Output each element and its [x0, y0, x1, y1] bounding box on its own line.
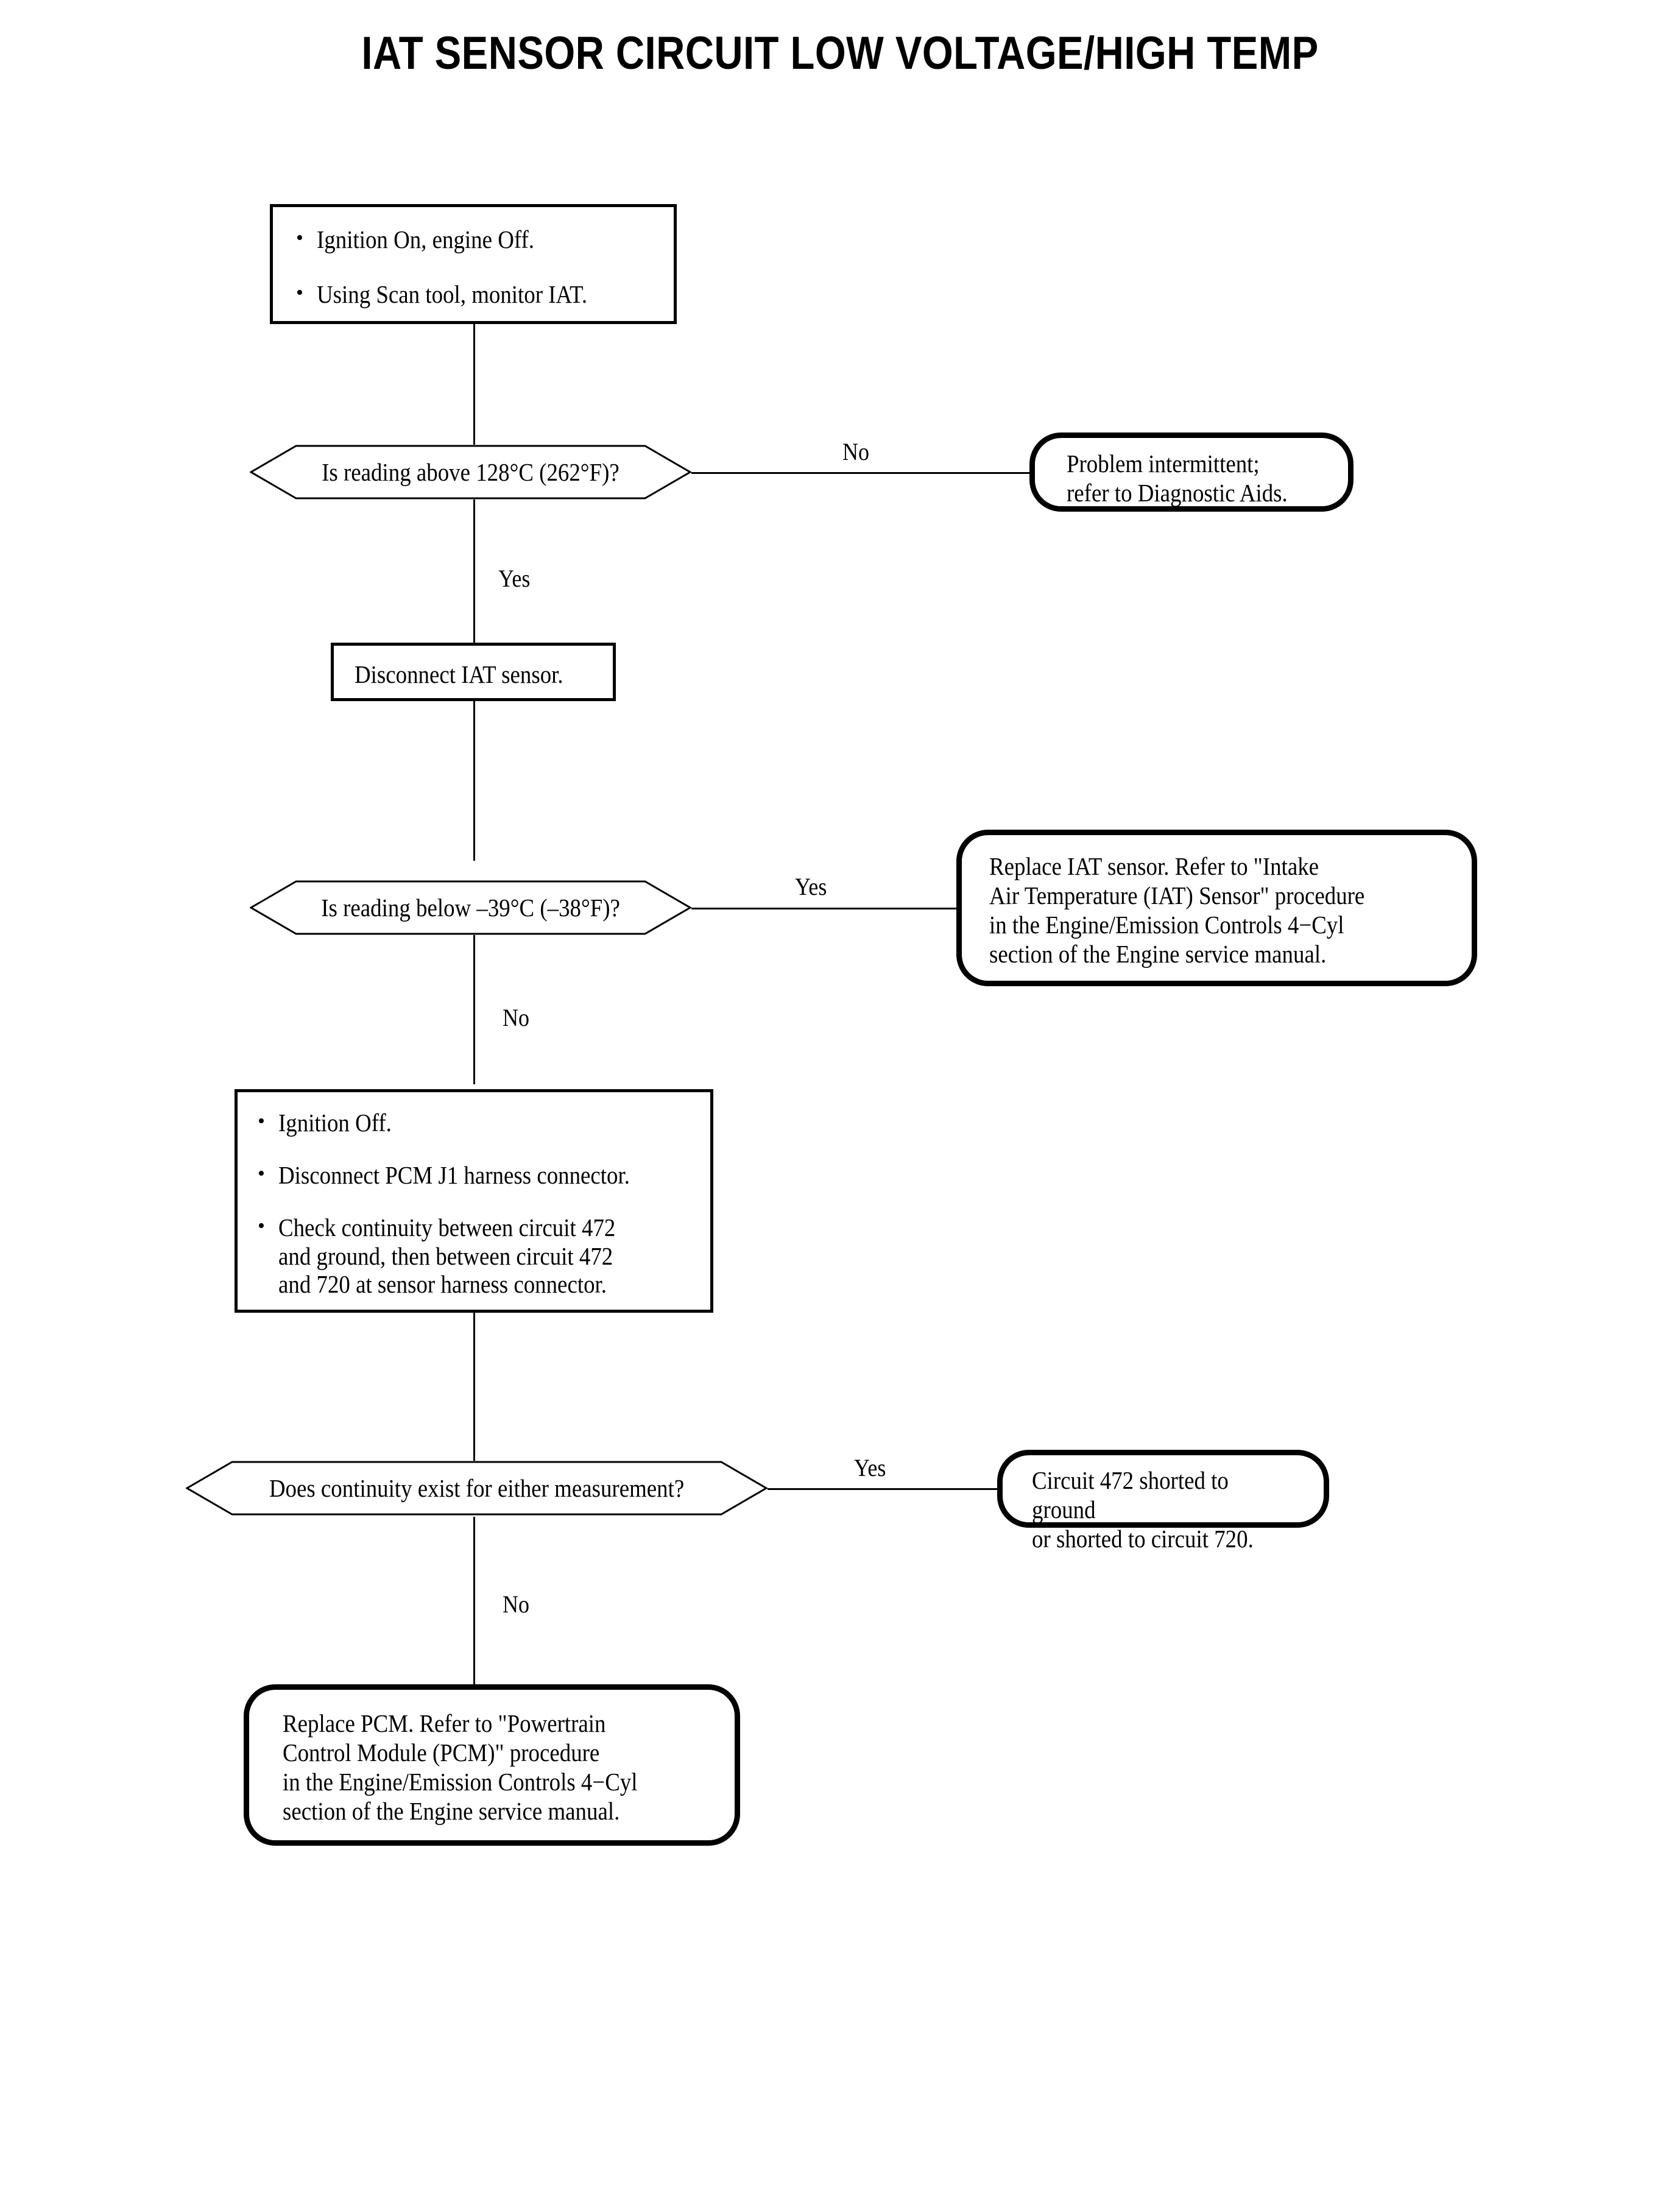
decision-reading-below-39c: Is reading below –39°C (–38°F)? [250, 880, 691, 935]
bullet-dot-icon: • [296, 227, 303, 249]
connector-decision3-no [473, 1517, 475, 1686]
connector-step2-to-decision2 [473, 699, 475, 861]
bullet-dot-icon: • [258, 1162, 265, 1185]
connector-decision2-yes [688, 908, 958, 909]
edge-label-decision1-no: No [842, 438, 870, 465]
decision-label: Is reading above 128°C (262°F)? [322, 458, 619, 486]
connector-decision3-yes [763, 1488, 999, 1490]
hexagon-shape [186, 1461, 768, 1516]
terminal-replace-pcm: Replace PCM. Refer to "Powertrain Contro… [244, 1684, 740, 1846]
bullet-item: • Disconnect PCM J1 harness connector. [258, 1161, 669, 1190]
bullet-item: • Check continuity between circuit 472 a… [258, 1213, 653, 1299]
process-box-initial-check: • Ignition On, engine Off. • Using Scan … [270, 204, 677, 324]
edge-label-decision2-no: No [503, 1004, 530, 1031]
bullet-dot-icon: • [258, 1215, 265, 1237]
bullet-label: Disconnect PCM J1 harness connector. [278, 1161, 630, 1189]
connector-decision1-yes [473, 498, 475, 644]
connector-decision1-no [688, 472, 1031, 474]
page-title: IAT SENSOR CIRCUIT LOW VOLTAGE/HIGH TEMP [361, 27, 1319, 79]
terminal-problem-intermittent: Problem intermittent; refer to Diagnosti… [1029, 432, 1354, 512]
decision-reading-above-128c: Is reading above 128°C (262°F)? [250, 445, 691, 500]
process-label: Disconnect IAT sensor. [355, 660, 563, 688]
bullet-item: • Ignition On, engine Off. [296, 225, 559, 254]
hexagon-shape [250, 445, 691, 500]
edge-label-decision1-yes: Yes [498, 565, 531, 592]
connector-step3-to-decision3 [473, 1313, 475, 1462]
bullet-label: Ignition On, engine Off. [317, 225, 534, 253]
decision-label: Is reading below –39°C (–38°F)? [321, 894, 620, 922]
terminal-label: Replace PCM. Refer to "Powertrain Contro… [283, 1709, 638, 1825]
edge-label-decision3-yes: Yes [854, 1454, 886, 1481]
decision-label: Does continuity exist for either measure… [269, 1474, 685, 1502]
terminal-replace-iat-sensor: Replace IAT sensor. Refer to "Intake Air… [956, 830, 1477, 986]
connector-decision2-no [473, 935, 475, 1084]
bullet-label: Ignition Off. [278, 1109, 392, 1137]
terminal-label: Problem intermittent; refer to Diagnosti… [1067, 450, 1288, 507]
bullet-dot-icon: • [296, 281, 303, 304]
bullet-label: Using Scan tool, monitor IAT. [317, 280, 588, 308]
process-box-disconnect-iat: Disconnect IAT sensor. [331, 643, 616, 701]
connector-step1-to-decision1 [473, 323, 475, 448]
edge-label-decision2-yes: Yes [795, 873, 827, 900]
bullet-dot-icon: • [258, 1110, 265, 1132]
terminal-label: Replace IAT sensor. Refer to "Intake Air… [989, 852, 1365, 968]
process-box-continuity-check: • Ignition Off. • Disconnect PCM J1 harn… [235, 1089, 713, 1313]
terminal-circuit-472-shorted: Circuit 472 shorted to ground or shorted… [997, 1450, 1329, 1553]
bullet-item: • Ignition Off. [258, 1109, 404, 1137]
terminal-label: Circuit 472 shorted to ground or shorted… [1032, 1466, 1254, 1553]
edge-label-decision3-no: No [503, 1590, 530, 1618]
bullet-item: • Using Scan tool, monitor IAT. [296, 280, 617, 309]
decision-continuity-exists: Does continuity exist for either measure… [186, 1461, 768, 1516]
hexagon-shape [250, 880, 691, 935]
bullet-label: Check continuity between circuit 472 and… [278, 1213, 616, 1299]
